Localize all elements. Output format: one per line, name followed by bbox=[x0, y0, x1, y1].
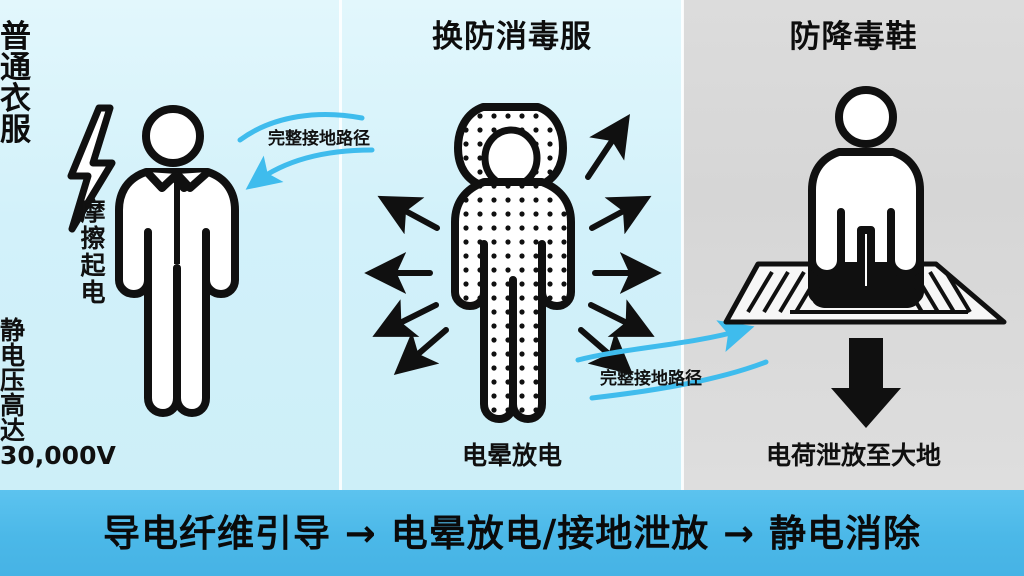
panel-divider-right bbox=[681, 0, 684, 490]
summary-banner: 导电纤维引导 → 电晕放电/接地泄放 → 静电消除 bbox=[0, 490, 1024, 576]
summary-banner-text: 导电纤维引导 → 电晕放电/接地泄放 → 静电消除 bbox=[102, 511, 922, 555]
panel-disinfection-suit bbox=[341, 0, 683, 490]
friction-charging-label: 摩擦起电 bbox=[77, 198, 106, 306]
panel-antistatic-shoes bbox=[683, 0, 1024, 490]
panel-ordinary-clothes bbox=[0, 0, 341, 490]
panel-divider-left bbox=[339, 0, 342, 490]
ground-path-label-left: 完整接地路径 bbox=[268, 129, 370, 149]
ground-path-label-right: 完整接地路径 bbox=[600, 369, 702, 389]
